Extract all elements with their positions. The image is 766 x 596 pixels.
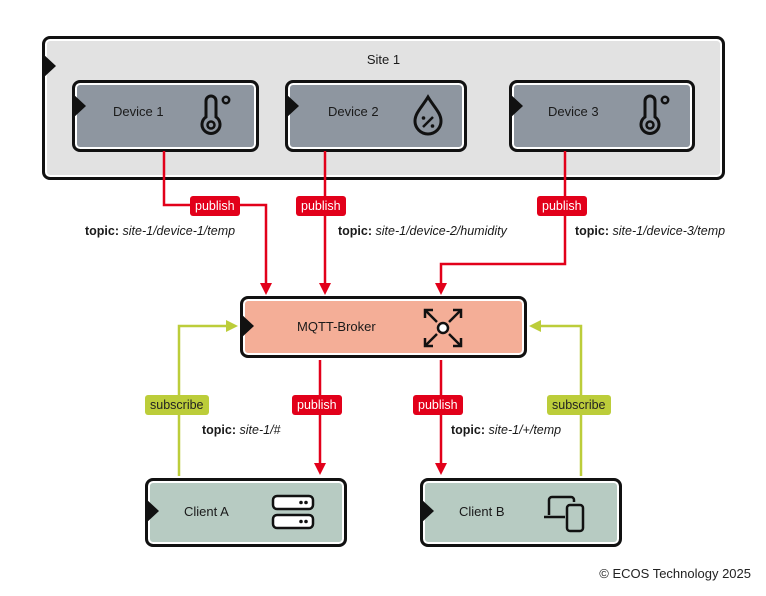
client-a-node[interactable]: Client A: [145, 478, 347, 547]
client-b-subscribe-wire: [529, 320, 583, 476]
device-2-node[interactable]: Device 2: [285, 80, 467, 152]
arrowhead-icon: [319, 283, 331, 295]
topic-value: site-1/#: [239, 423, 281, 437]
device-1-node[interactable]: Device 1: [72, 80, 259, 152]
client-b-port-marker: [420, 498, 434, 524]
arrowhead-icon: [529, 320, 541, 332]
server-icon: [271, 494, 315, 530]
device-2-publish-wire: [319, 151, 331, 295]
site-port-marker: [42, 53, 56, 79]
topic-prefix: topic:: [575, 224, 610, 238]
arrowhead-icon: [435, 463, 447, 475]
device-1-port-marker: [72, 93, 86, 119]
client-a-subscribe-tag: subscribe: [145, 395, 209, 415]
client-a-topic: topic: site-1/#: [202, 423, 281, 437]
topic-prefix: topic:: [451, 423, 486, 437]
humidity-drop-icon: [413, 94, 443, 136]
client-a-subscribe-wire: [177, 320, 238, 476]
arrowhead-icon: [226, 320, 238, 332]
devices-icon: [544, 495, 585, 533]
topic-value: site-1/device-2/humidity: [375, 224, 507, 238]
broker-port-marker: [240, 313, 254, 339]
topic-value: site-1/device-3/temp: [612, 224, 726, 238]
device-3-label: Device 3: [548, 104, 599, 119]
device-2-topic: topic: site-1/device-2/humidity: [338, 224, 507, 238]
client-b-node[interactable]: Client B: [420, 478, 622, 547]
device-2-port-marker: [285, 93, 299, 119]
client-b-subscribe-tag: subscribe: [547, 395, 611, 415]
topic-value: site-1/+/temp: [488, 423, 562, 437]
device-2-publish-tag: publish: [296, 196, 346, 216]
topic-value: site-1/device-1/temp: [122, 224, 236, 238]
device-3-node[interactable]: Device 3: [509, 80, 695, 152]
client-b-topic: topic: site-1/+/temp: [451, 423, 561, 437]
device-3-port-marker: [509, 93, 523, 119]
arrowhead-icon: [260, 283, 272, 295]
device-1-publish-wire: [162, 151, 272, 295]
topic-prefix: topic:: [338, 224, 373, 238]
device-1-topic: topic: site-1/device-1/temp: [85, 224, 235, 238]
client-b-label: Client B: [459, 504, 505, 519]
client-b-publish-tag: publish: [413, 395, 463, 415]
client-a-port-marker: [145, 498, 159, 524]
copyright-notice: © ECOS Technology 2025: [599, 566, 751, 581]
distribute-arrows-icon: [423, 308, 463, 348]
arrowhead-icon: [314, 463, 326, 475]
device-3-topic: topic: site-1/device-3/temp: [575, 224, 725, 238]
topic-prefix: topic:: [202, 423, 237, 437]
client-a-publish-wire: [314, 360, 326, 475]
thermometer-icon: [200, 94, 231, 135]
broker-label: MQTT-Broker: [297, 319, 376, 334]
client-a-publish-tag: publish: [292, 395, 342, 415]
client-a-label: Client A: [184, 504, 229, 519]
device-3-publish-tag: publish: [537, 196, 587, 216]
topic-prefix: topic:: [85, 224, 120, 238]
device-1-label: Device 1: [113, 104, 164, 119]
site-title: Site 1: [366, 52, 401, 67]
device-1-publish-tag: publish: [190, 196, 240, 216]
thermometer-icon: [639, 94, 670, 135]
client-b-publish-wire: [435, 360, 447, 475]
site-container: Site 1 Device 1 Device 2 Device 3: [42, 36, 725, 180]
mqtt-broker-node[interactable]: MQTT-Broker: [240, 296, 527, 358]
device-2-label: Device 2: [328, 104, 379, 119]
device-3-publish-wire: [435, 151, 567, 295]
arrowhead-icon: [435, 283, 447, 295]
